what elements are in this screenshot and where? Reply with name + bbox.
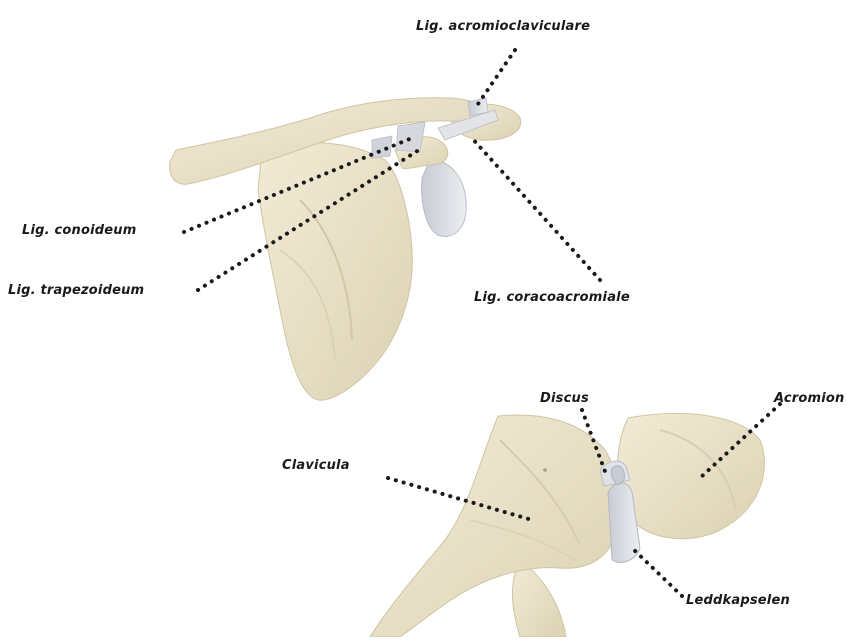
- label-lig-conoideum: Lig. conoideum: [22, 223, 137, 238]
- leader-leddkapselen: [632, 548, 682, 596]
- glenoid-fossa: [422, 160, 467, 236]
- label-acromion: Acromion: [774, 391, 845, 406]
- label-lig-coracoacromiale: Lig. coracoacromiale: [474, 290, 630, 305]
- label-lig-acromioclaviculare: Lig. acromioclaviculare: [416, 19, 590, 34]
- label-lig-trapezoideum: Lig. trapezoideum: [8, 283, 144, 298]
- acromion-closeup: [617, 413, 764, 538]
- label-discus: Discus: [540, 391, 589, 406]
- leader-acromioclaviculare: [478, 50, 515, 104]
- label-leddkapselen: Leddkapselen: [686, 593, 790, 608]
- coracoid-closeup: [512, 560, 566, 637]
- scapula: [258, 143, 412, 401]
- leader-coracoacromiale: [470, 136, 600, 280]
- label-clavicula: Clavicula: [282, 458, 350, 473]
- clavicle-closeup: [370, 415, 618, 637]
